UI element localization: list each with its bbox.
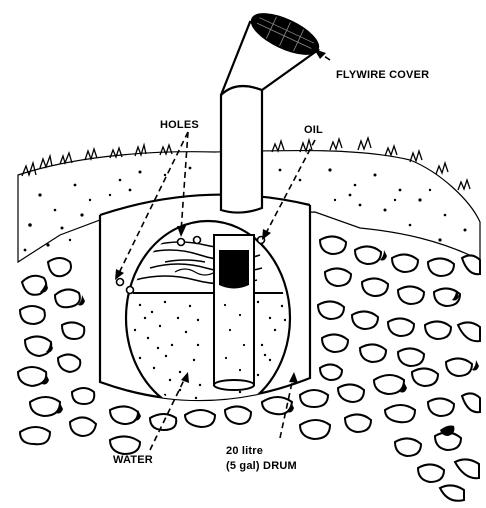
vent-pipe-stem <box>221 86 262 213</box>
label-flywire-cover: FLYWIRE COVER <box>336 69 429 81</box>
outlet-pipe-bottom <box>214 380 254 390</box>
label-drum-line2: (5 gal) DRUM <box>226 460 297 472</box>
label-holes: HOLES <box>160 119 199 131</box>
label-drum-line1: 20 litre <box>226 445 263 457</box>
drum <box>100 195 310 415</box>
label-water: WATER <box>113 454 153 466</box>
oil-plug <box>219 250 249 289</box>
label-oil: OIL <box>304 124 323 136</box>
